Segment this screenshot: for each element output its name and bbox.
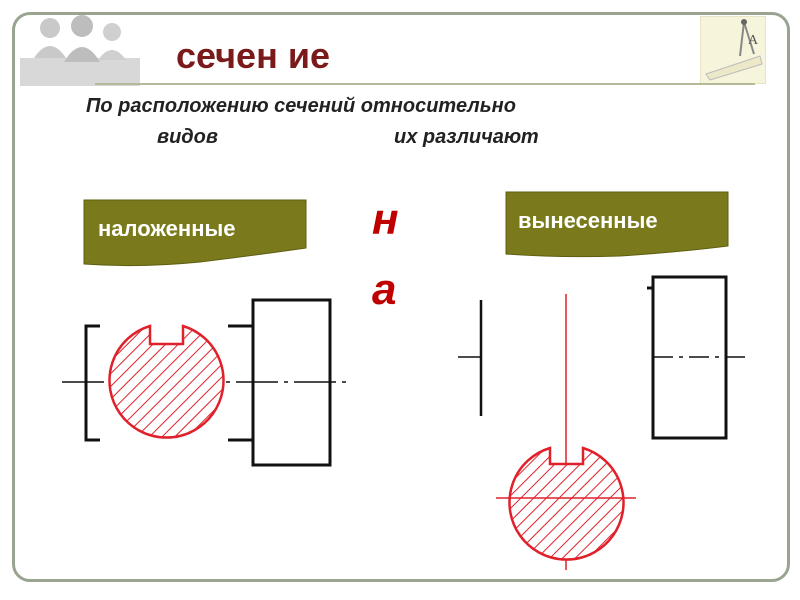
banner-left-shape	[83, 199, 307, 267]
center-letter-1: н	[372, 195, 399, 244]
subtitle-line-1: По расположению сечений относительно	[86, 95, 516, 117]
svg-text:A: A	[748, 33, 759, 48]
left-view-rectangle	[251, 298, 332, 467]
slide-title: сечен ие	[176, 35, 330, 76]
banner-right-shape	[505, 191, 729, 258]
subtitle-line-2-right: их различают	[394, 126, 539, 148]
banner-label-superimposed: наложенные	[98, 216, 236, 241]
title-underline	[95, 83, 755, 85]
left-hatched-section	[108, 324, 225, 439]
slide-frame	[12, 12, 790, 582]
banner-label-removed: вынесенные	[518, 208, 658, 233]
drafting-compass-icon: A	[700, 16, 766, 84]
left-section-bracket-left	[84, 324, 100, 442]
subtitle-line-2-left: видов	[157, 126, 218, 148]
center-letter-2: а	[372, 265, 397, 314]
people-silhouette-icon	[20, 15, 140, 86]
right-hatched-section	[508, 446, 625, 561]
